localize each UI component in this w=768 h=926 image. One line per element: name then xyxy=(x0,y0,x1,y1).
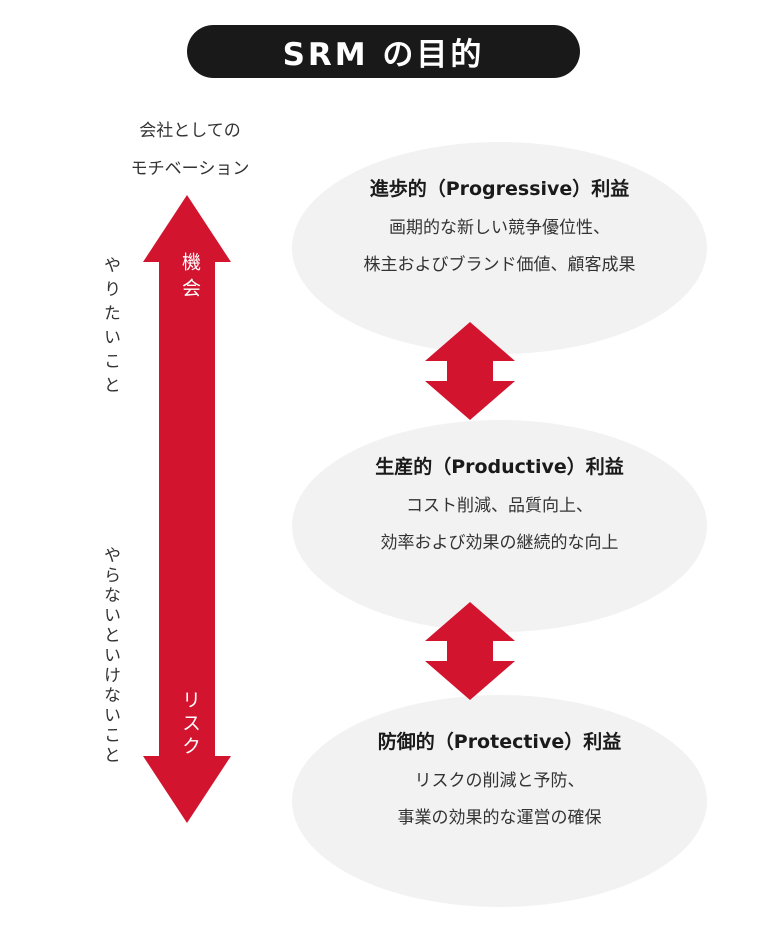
axis-caption-line1: 会社としての xyxy=(139,121,241,141)
double-arrow-connector-icon-2 xyxy=(425,602,515,700)
diagram-title: SRM の目的 xyxy=(282,37,485,73)
productive-benefit-line2: 効率および効果の継続的な向上 xyxy=(380,533,619,553)
side-label-want-to-do: やりたいこと xyxy=(100,256,120,400)
progressive-benefit-line1: 画期的な新しい競争優位性、 xyxy=(389,218,610,238)
arrow-opportunity-label: 機会 xyxy=(179,252,201,304)
side-label-must-do: やらないといけないこと xyxy=(100,546,120,766)
productive-benefit-title: 生産的（Productive）利益 xyxy=(375,456,624,478)
productive-benefit-body: コスト削減、品質向上、 効率および効果の継続的な向上 xyxy=(292,488,707,562)
productive-benefit-line1: コスト削減、品質向上、 xyxy=(406,496,593,516)
diagram-title-pill: SRM の目的 xyxy=(187,25,580,78)
progressive-benefit-title: 進歩的（Progressive）利益 xyxy=(369,178,630,200)
axis-caption: 会社としての モチベーション xyxy=(95,112,285,188)
double-arrow-connector-icon-1 xyxy=(425,322,515,420)
productive-benefit-ellipse: 生産的（Productive）利益 コスト削減、品質向上、 効率および効果の継続… xyxy=(292,420,707,632)
progressive-benefit-ellipse: 進歩的（Progressive）利益 画期的な新しい競争優位性、 株主およびブラ… xyxy=(292,142,707,354)
protective-benefit-line2: 事業の効果的な運営の確保 xyxy=(397,808,602,828)
axis-caption-line2: モチベーション xyxy=(130,159,250,179)
protective-benefit-body: リスクの削減と予防、 事業の効果的な運営の確保 xyxy=(292,763,707,837)
progressive-benefit-line2: 株主およびブランド価値、顧客成果 xyxy=(363,255,636,275)
progressive-benefit-body: 画期的な新しい競争優位性、 株主およびブランド価値、顧客成果 xyxy=(292,210,707,284)
protective-benefit-title: 防御的（Protective）利益 xyxy=(377,731,622,753)
protective-benefit-ellipse: 防御的（Protective）利益 リスクの削減と予防、 事業の効果的な運営の確… xyxy=(292,695,707,907)
arrow-risk-label: リスク xyxy=(179,690,201,759)
opportunity-risk-double-arrow-icon xyxy=(143,195,231,823)
protective-benefit-line1: リスクの削減と予防、 xyxy=(414,771,585,791)
